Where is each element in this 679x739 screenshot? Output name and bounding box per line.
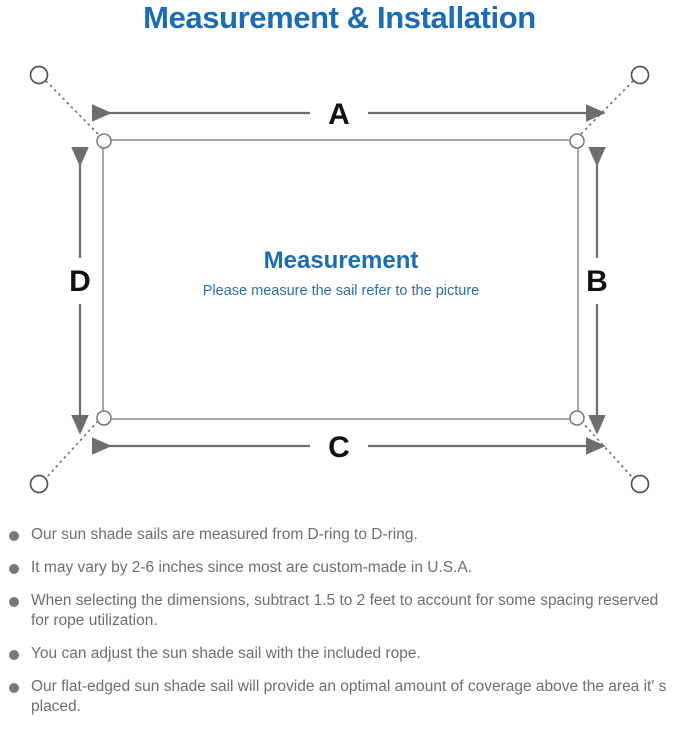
bullet-icon — [9, 597, 19, 607]
list-item: Our sun shade sails are measured from D-… — [0, 525, 679, 545]
dimension-label-a: A — [328, 98, 350, 131]
rope-line-bottom-left — [45, 420, 99, 479]
note-text: Our flat-edged sun shade sail will provi… — [31, 678, 667, 715]
d-ring-bottom-left-icon — [96, 410, 112, 426]
d-rings-group — [96, 133, 585, 426]
note-text: Our sun shade sails are measured from D-… — [31, 526, 418, 543]
list-item: When selecting the dimensions, subtract … — [0, 591, 679, 631]
bullet-icon — [9, 564, 19, 574]
list-item: Our flat-edged sun shade sail will provi… — [0, 677, 679, 717]
dimension-b-group: B — [586, 147, 608, 435]
d-ring-top-left-fill — [99, 134, 107, 147]
dimension-label-d: D — [69, 265, 91, 298]
dimension-label-c: C — [328, 431, 350, 464]
rope-line-top-right — [580, 80, 634, 135]
diagram-container: A C D B Measurement Please me — [0, 46, 679, 516]
anchor-point-bottom-left-icon — [29, 474, 49, 494]
dimension-d-group: D — [69, 147, 91, 435]
note-text: You can adjust the sun shade sail with t… — [31, 645, 421, 662]
anchor-point-top-right-icon — [630, 65, 650, 85]
dimension-label-b: B — [586, 265, 608, 298]
notes-list: Our sun shade sails are measured from D-… — [0, 525, 679, 730]
bullet-icon — [9, 650, 19, 660]
note-text: When selecting the dimensions, subtract … — [31, 592, 659, 629]
page-title: Measurement & Installation — [143, 0, 536, 35]
bullet-icon — [9, 531, 19, 541]
sail-center-subtitle: Please measure the sail refer to the pic… — [203, 283, 479, 299]
sail-center-title: Measurement — [264, 247, 419, 274]
note-text: It may vary by 2-6 inches since most are… — [31, 559, 473, 576]
anchor-point-top-left-icon — [29, 65, 49, 85]
rope-line-top-left — [45, 80, 99, 135]
list-item: It may vary by 2-6 inches since most are… — [0, 558, 679, 578]
anchor-point-bottom-right-icon — [630, 474, 650, 494]
sail-rectangle — [102, 139, 579, 420]
d-ring-bottom-right-icon — [569, 410, 585, 426]
dimension-c-group: C — [92, 431, 606, 464]
rope-line-bottom-right — [580, 420, 634, 479]
anchor-points-group — [29, 65, 650, 494]
list-item: You can adjust the sun shade sail with t… — [0, 644, 679, 664]
d-ring-top-right-icon — [569, 133, 585, 149]
bullet-icon — [9, 683, 19, 693]
sail-diagram-svg: A C D B Measurement Please me — [29, 65, 650, 494]
dimension-a-group: A — [92, 98, 606, 131]
